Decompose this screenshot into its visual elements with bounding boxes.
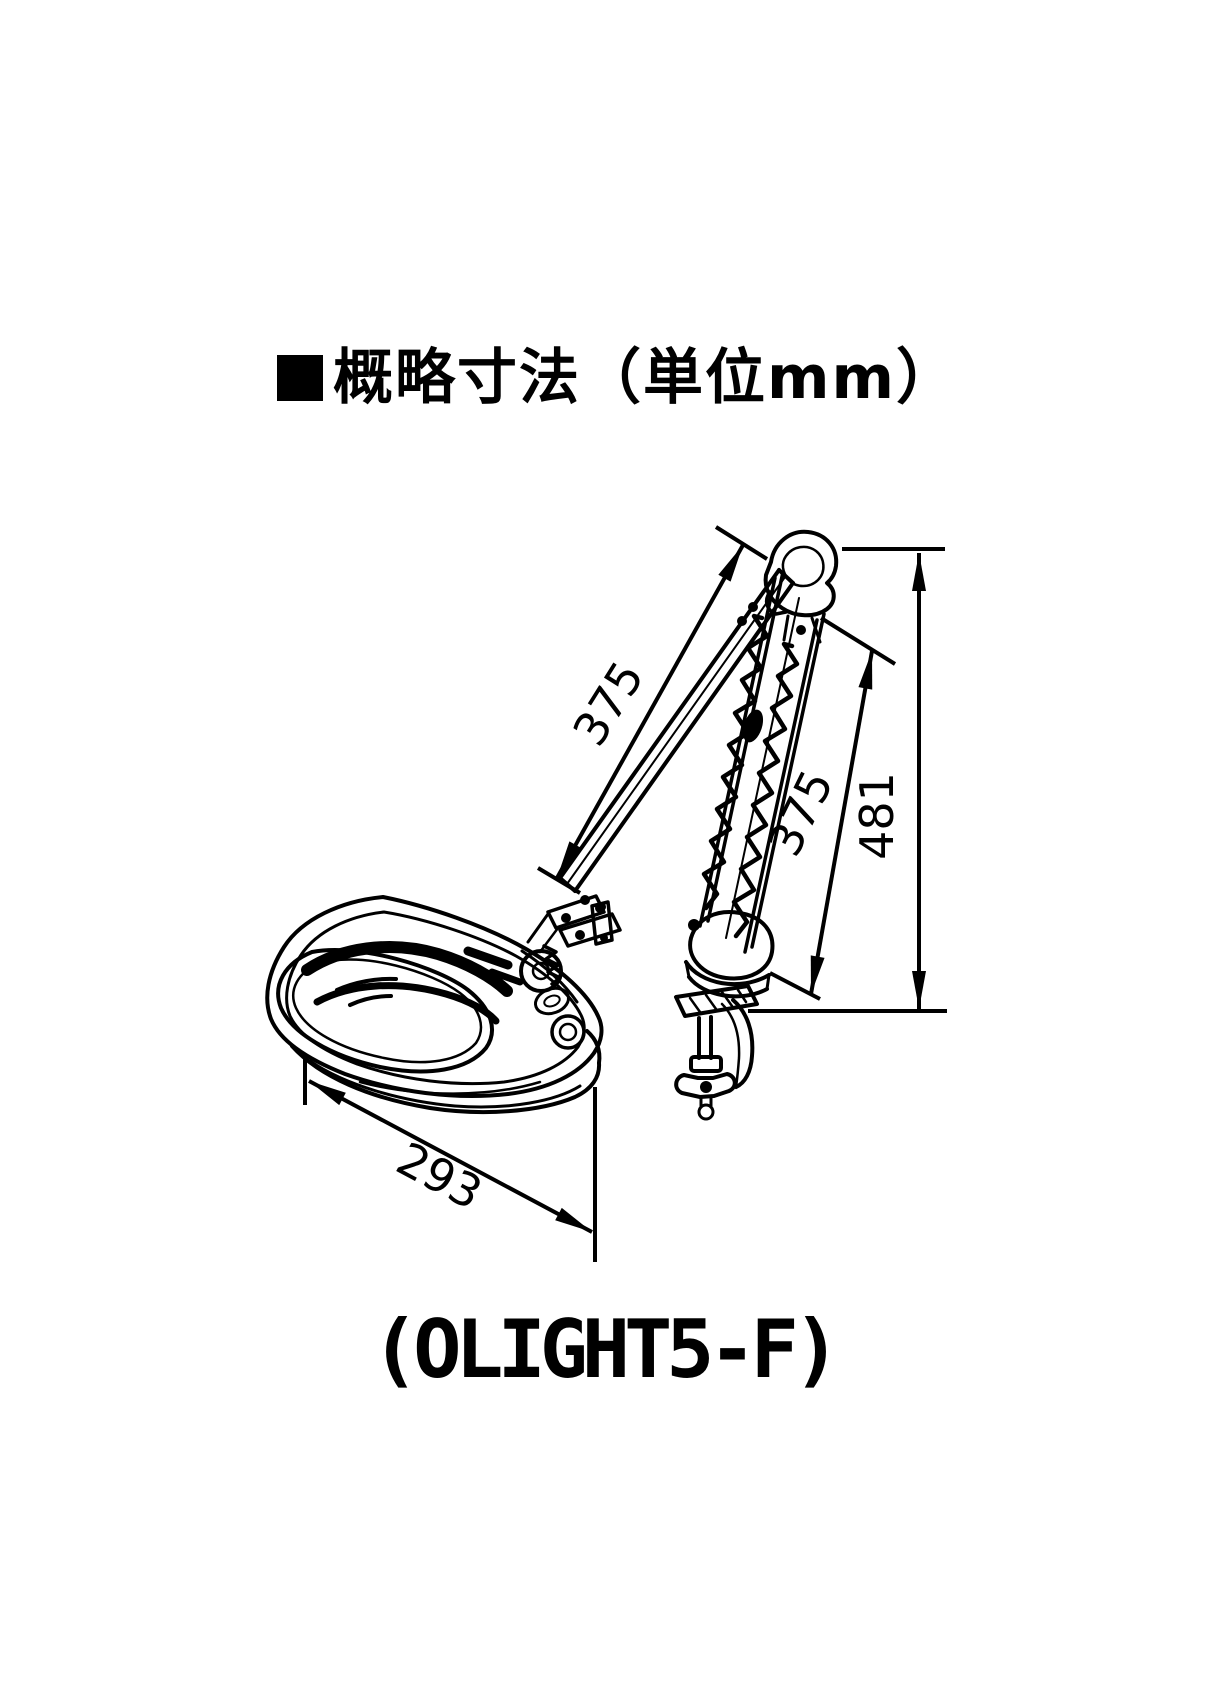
lens-inner-edge xyxy=(292,958,483,1064)
dim-lower-arm-line xyxy=(809,650,874,995)
ext-tick-upper-arm-top xyxy=(714,525,769,561)
hinge-collar xyxy=(534,986,570,1016)
top-joint-cap xyxy=(763,529,839,618)
base-bracket-hole xyxy=(558,1022,578,1042)
hinge-screws xyxy=(561,895,608,942)
rim-vent-slit-1 xyxy=(463,946,513,970)
head-shade-band-lower xyxy=(313,982,500,1025)
top-joint-swirl xyxy=(781,545,825,588)
wing-nut-hub xyxy=(700,1081,712,1093)
title-square-icon xyxy=(277,355,323,401)
lens-reflection-2 xyxy=(348,994,393,1007)
dim-label-lower-arm: 375 xyxy=(757,762,844,865)
base-bracket-ring xyxy=(550,1014,586,1050)
clamp-band-upper xyxy=(684,960,771,987)
screw-dot xyxy=(600,934,608,942)
base-corner-right xyxy=(585,1029,602,1065)
screw-dot xyxy=(561,913,571,923)
head-shade-band-upper xyxy=(301,941,513,997)
clamp-plate xyxy=(674,984,759,1018)
top-joint-link-1 xyxy=(782,614,790,642)
rim-vent-slit-2 xyxy=(488,968,524,986)
clamp-plate-hatch-4 xyxy=(736,988,748,1004)
screw-dot xyxy=(580,895,590,905)
dim-width-line xyxy=(308,1079,593,1234)
clamp-plate-hatch-2 xyxy=(704,993,718,1011)
magnifier-head xyxy=(265,895,604,1115)
dimension-lines xyxy=(303,525,947,1262)
top-joint-screw xyxy=(796,625,806,635)
head-hinge xyxy=(519,894,622,1050)
clamp-plate-hatch-1 xyxy=(688,996,702,1014)
clamp-jaw-inner xyxy=(720,1002,741,1089)
hinge-strut-2 xyxy=(538,926,560,954)
model-label: (OLIGHT5-F) xyxy=(371,1303,841,1396)
rail-right-inner xyxy=(743,618,819,954)
clamp-plate-hatch-3 xyxy=(720,990,734,1008)
screw-dot xyxy=(575,930,585,940)
hinge-plate-1 xyxy=(546,894,606,930)
dim-label-upper-arm: 375 xyxy=(562,652,654,755)
ext-tick-lower-arm-bottom xyxy=(769,971,821,1001)
title-text: 概略寸法（単位mm） xyxy=(333,343,959,413)
screw-dot xyxy=(598,903,606,911)
clamp-jaw-outer xyxy=(731,998,755,1089)
clamp-screw-collar xyxy=(689,1055,723,1073)
hinge-spring xyxy=(542,944,562,986)
ext-tick-upper-arm-bottom xyxy=(536,866,582,895)
clamp-band-side-left xyxy=(684,960,691,979)
dim-label-width: 293 xyxy=(388,1131,491,1220)
hinge-strut-1 xyxy=(526,912,550,944)
dim-label-height: 481 xyxy=(850,772,904,860)
arm-roller xyxy=(742,709,764,743)
upper-arm-stud-2 xyxy=(737,616,747,626)
clamp-wing-nut xyxy=(674,1072,737,1099)
lens-outer-edge xyxy=(276,948,494,1074)
ext-tick-lower-arm-top xyxy=(819,616,897,666)
center-rod xyxy=(725,597,800,939)
wing-nut-tip xyxy=(697,1103,715,1121)
hinge-collar-inner xyxy=(543,994,561,1008)
clamp-cup xyxy=(688,910,775,981)
dim-upper-arm-line xyxy=(555,544,745,879)
dimension-labels: 375 375 481 293 xyxy=(388,652,904,1220)
table-clamp xyxy=(674,910,775,1121)
upper-arm-stud-1 xyxy=(748,602,758,612)
clamp-band-side-right xyxy=(765,973,771,991)
top-joint xyxy=(763,529,839,644)
lens-reflection-1 xyxy=(335,976,398,992)
